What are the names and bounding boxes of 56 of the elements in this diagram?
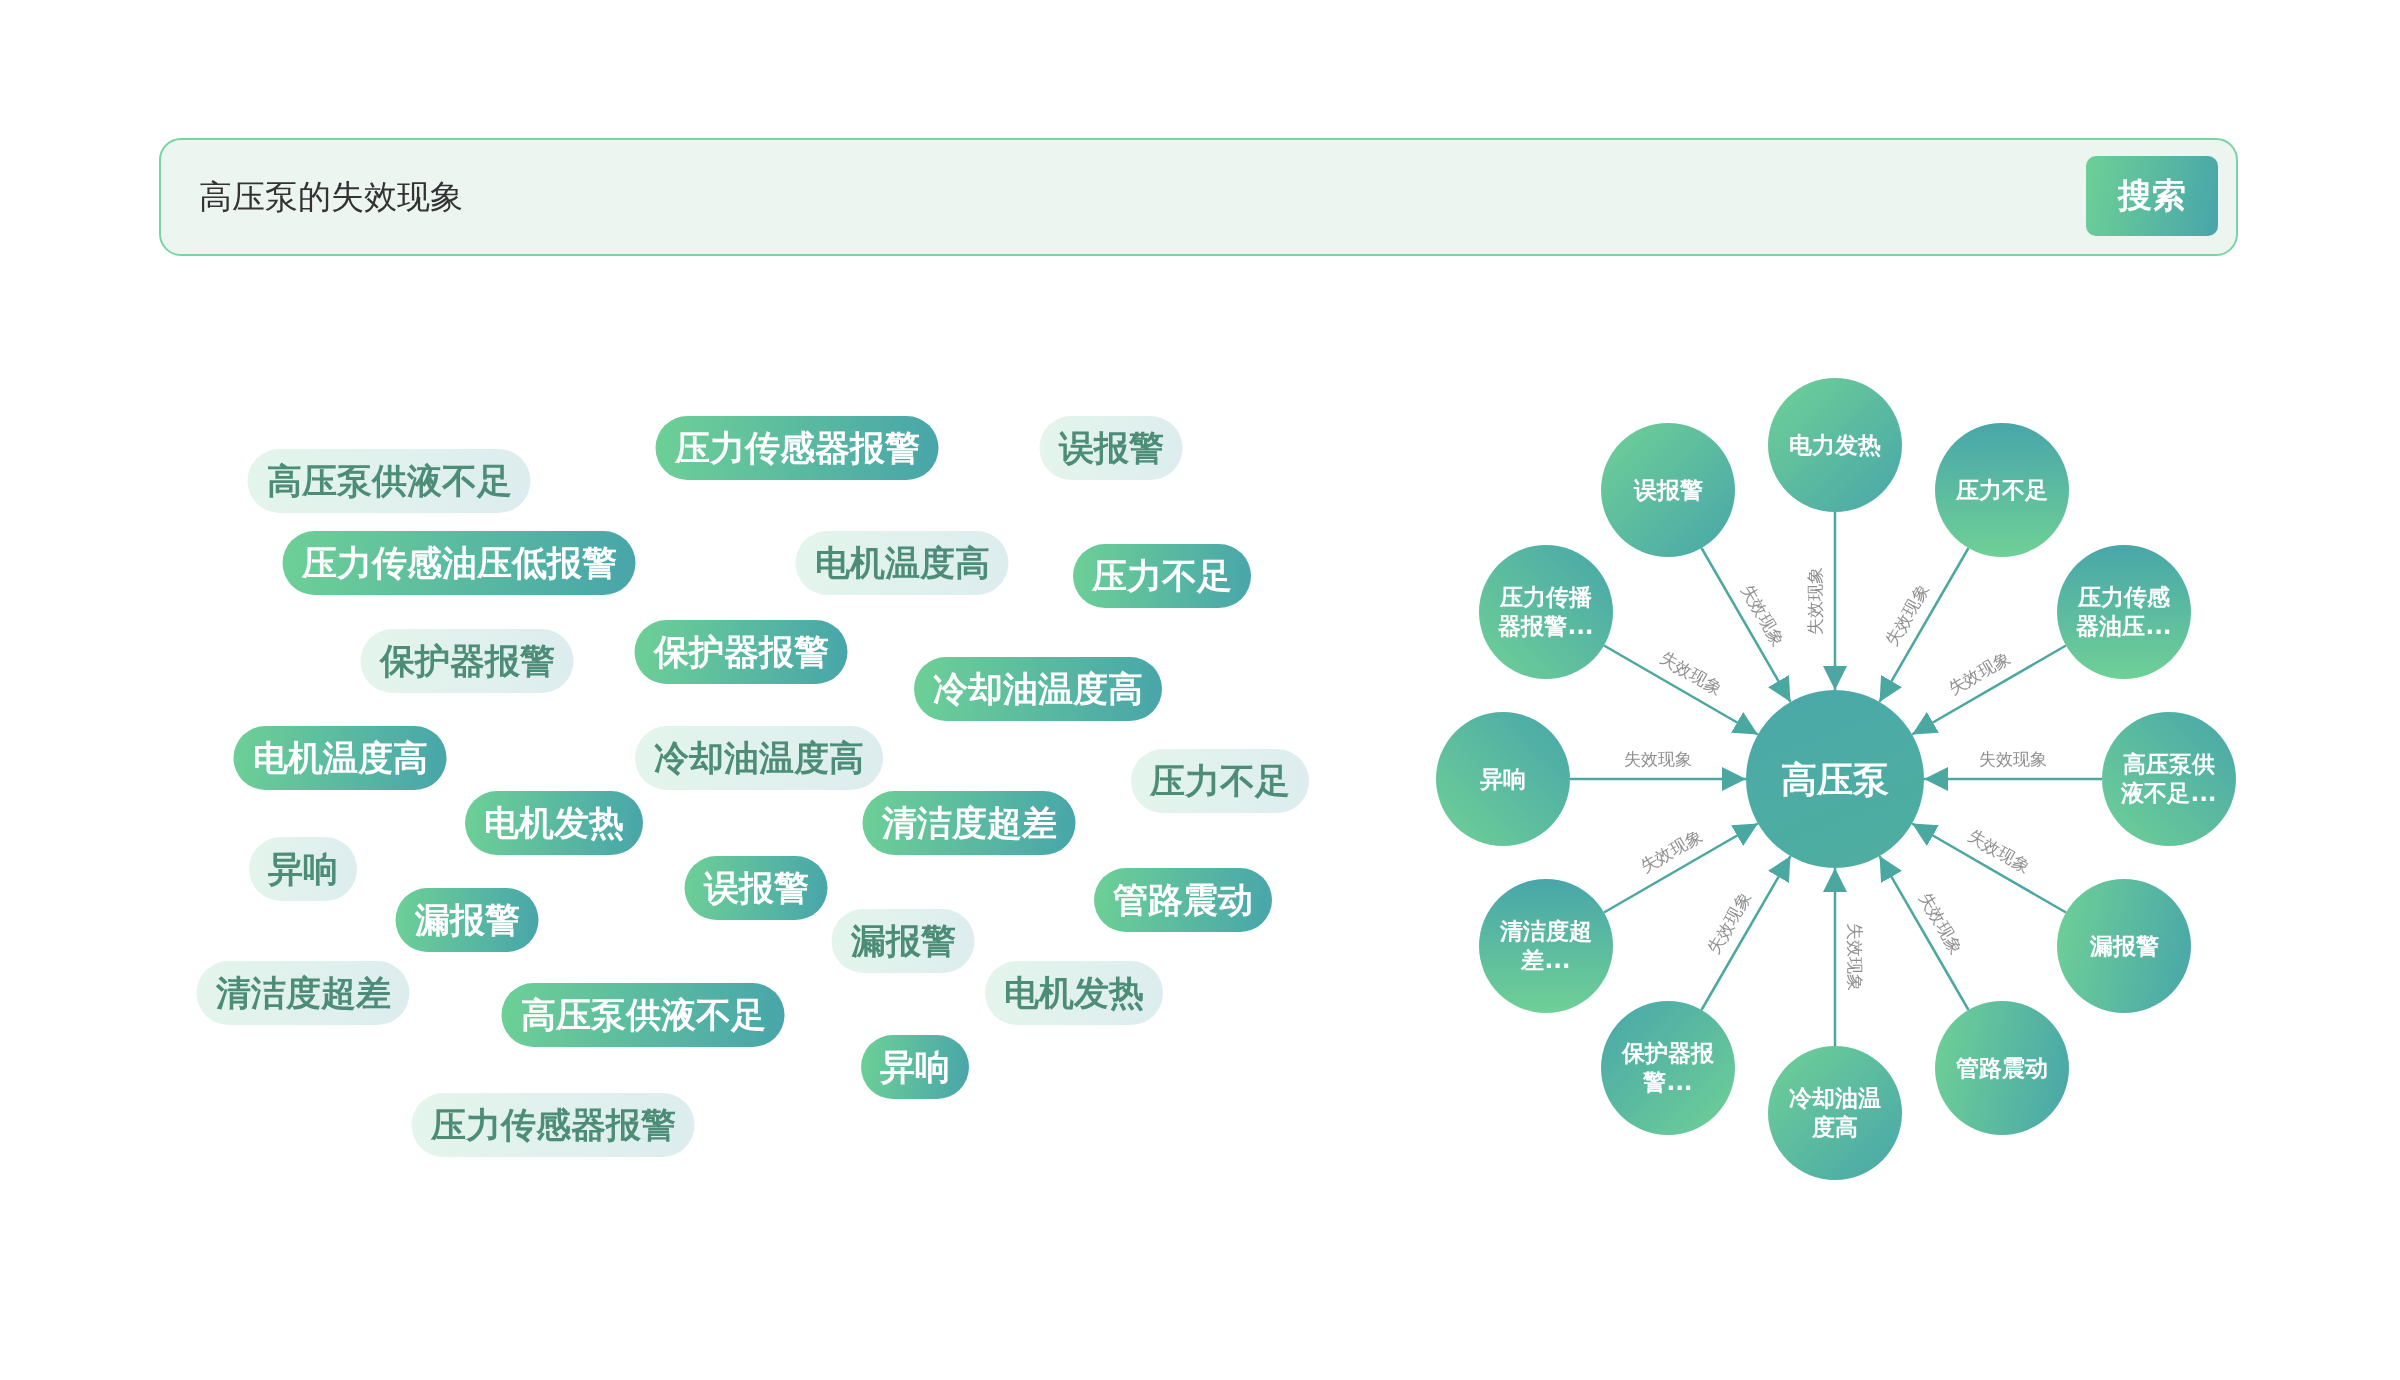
symptom-node: 漏报警 xyxy=(2057,879,2191,1013)
keyword-tag: 压力不足 xyxy=(1073,544,1251,608)
search-button: 搜索 xyxy=(2086,156,2218,236)
keyword-tag: 压力传感器报警 xyxy=(655,416,939,480)
keyword-tag: 清洁度超差 xyxy=(862,791,1076,855)
symptom-node: 异响 xyxy=(1436,712,1570,846)
edge-label: 失效现象 xyxy=(1977,749,2049,769)
arrow xyxy=(1911,644,2067,736)
keyword-tag: 漏报警 xyxy=(395,888,539,952)
arrow xyxy=(1603,822,1759,914)
symptom-node: 电力发热 xyxy=(1768,378,1902,512)
keyword-tag: 异响 xyxy=(861,1035,969,1099)
keyword-tag: 冷却油温度高 xyxy=(914,657,1162,721)
keyword-tag: 保护器报警 xyxy=(360,629,574,693)
symptom-node: 压力传播器报警... xyxy=(1479,545,1613,679)
arrow xyxy=(1700,547,1792,703)
keyword-tag: 管路震动 xyxy=(1094,868,1272,932)
keyword-tag: 压力传感器报警 xyxy=(411,1093,695,1157)
keyword-tag: 高压泵供液不足 xyxy=(501,983,785,1047)
center-node: 高压泵 xyxy=(1746,690,1924,868)
keyword-tag: 冷却油温度高 xyxy=(635,726,883,790)
symptom-node: 误报警 xyxy=(1601,423,1735,557)
arrow xyxy=(1570,767,1746,791)
symptom-node: 清洁度超差... xyxy=(1479,879,1613,1013)
keyword-tag: 电机发热 xyxy=(465,791,643,855)
keyword-tag: 压力不足 xyxy=(1131,749,1309,813)
symptom-node: 高压泵供液不足... xyxy=(2102,712,2236,846)
arrow xyxy=(1878,547,1970,703)
symptom-node: 保护器报警... xyxy=(1601,1001,1735,1135)
arrow xyxy=(1823,512,1847,690)
keyword-tag: 电机温度高 xyxy=(233,726,447,790)
search-field xyxy=(159,138,2238,256)
keyword-tag: 清洁度超差 xyxy=(196,961,410,1025)
keyword-tag: 异响 xyxy=(249,837,357,901)
symptom-node: 管路震动 xyxy=(1935,1001,2069,1135)
keyword-tag: 误报警 xyxy=(684,856,828,920)
edge-label: 失效现象 xyxy=(1622,749,1694,769)
arrow xyxy=(1878,855,1970,1011)
edge-label: 失效现象 xyxy=(1845,921,1865,993)
arrow xyxy=(1911,822,2067,914)
keyword-tag: 误报警 xyxy=(1039,416,1183,480)
arrow xyxy=(1603,644,1759,736)
keyword-tag: 高压泵供液不足 xyxy=(247,449,531,513)
keyword-tag: 保护器报警 xyxy=(634,620,848,684)
keyword-tag: 电机发热 xyxy=(985,961,1163,1025)
keyword-tag: 漏报警 xyxy=(831,909,975,973)
edge-label: 失效现象 xyxy=(1805,565,1825,637)
symptom-node: 压力传感器油压... xyxy=(2057,545,2191,679)
arrow xyxy=(1700,855,1792,1011)
arrow xyxy=(1924,767,2102,791)
arrow xyxy=(1823,868,1847,1046)
keyword-tag: 压力传感油压低报警 xyxy=(282,531,636,595)
symptom-node: 压力不足 xyxy=(1935,423,2069,557)
keyword-tag: 电机温度高 xyxy=(795,531,1009,595)
symptom-node: 冷却油温度高 xyxy=(1768,1046,1902,1180)
search-query: 高压泵的失效现象 xyxy=(199,177,463,217)
